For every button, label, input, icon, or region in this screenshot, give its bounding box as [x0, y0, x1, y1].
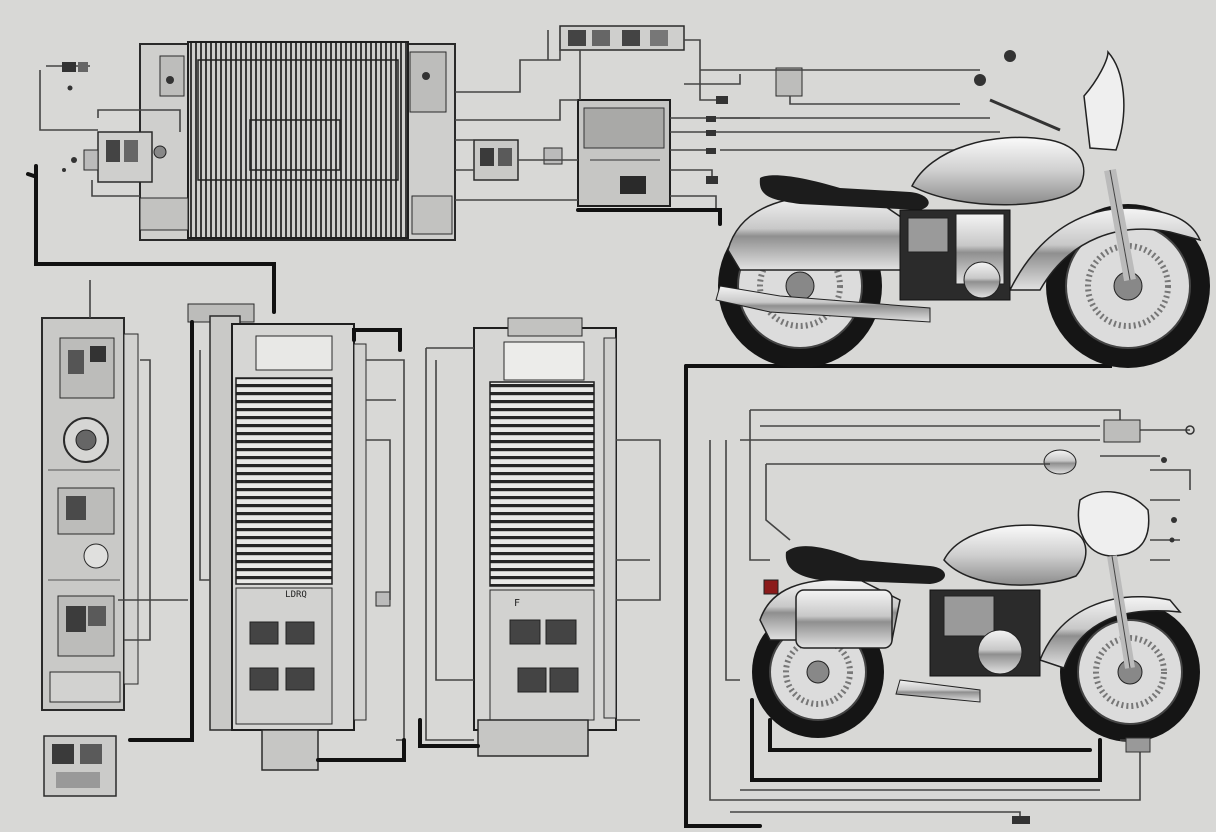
- bottom-left-junction-box: [43, 735, 117, 797]
- right-module: F: [473, 317, 617, 757]
- top-wire-harness: [39, 30, 1000, 212]
- right-module-label: F: [514, 598, 520, 609]
- bottom-motorcycle: [752, 449, 1200, 742]
- left-tall-panel: [41, 317, 139, 711]
- bottom-black-cable: [750, 698, 1102, 782]
- module-wire-harness: [89, 280, 661, 741]
- bottom-connector-pins: [1012, 419, 1195, 824]
- module-black-cable: [128, 320, 480, 762]
- top-connector-pins: [62, 62, 728, 184]
- top-radiator-unit: [139, 41, 456, 241]
- top-connector-strip: [559, 25, 803, 97]
- connector-block-center: [473, 139, 563, 181]
- center-module-label: LDRQ: [285, 590, 307, 600]
- center-module: LDRQ: [187, 303, 391, 771]
- top-motorcycle: [715, 50, 1210, 368]
- ecu-box: [577, 99, 671, 207]
- relay-block-left: [83, 131, 167, 183]
